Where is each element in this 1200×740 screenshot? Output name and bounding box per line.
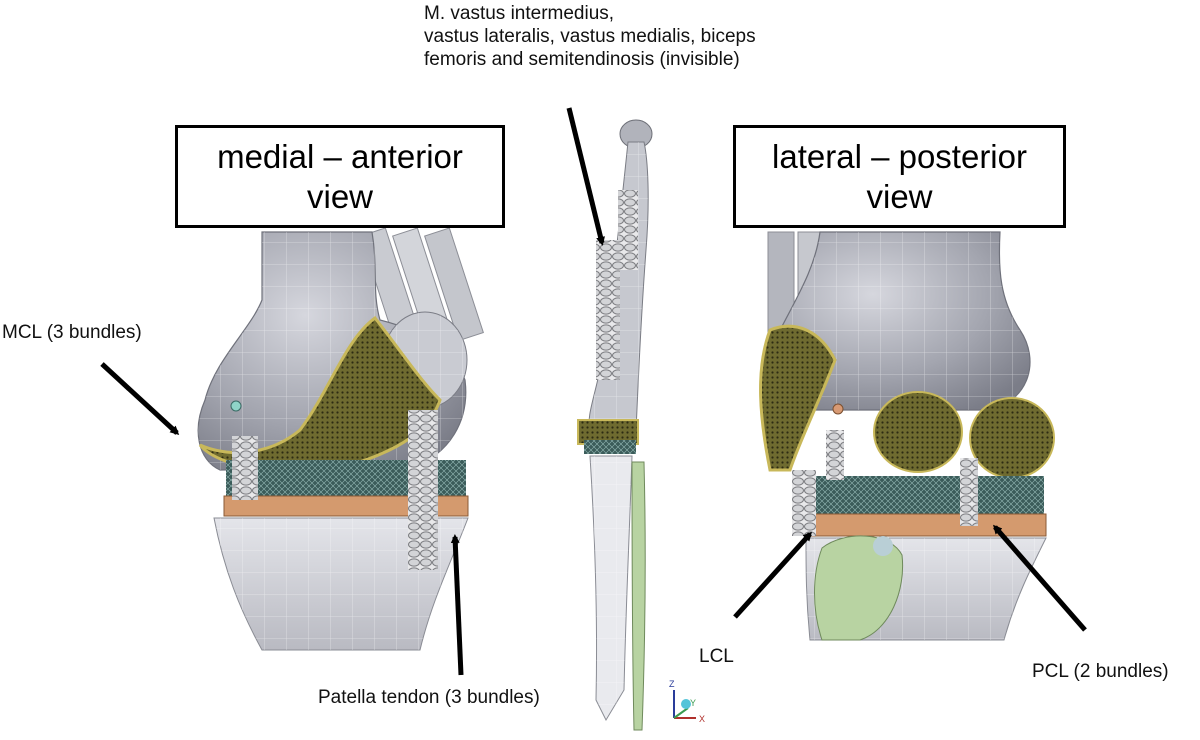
right-view-box: lateral – posterior view [733, 125, 1066, 228]
right-pcl-bundles [960, 458, 978, 526]
patella-tendon-arrow [450, 534, 464, 676]
lcl-arrow [733, 531, 813, 619]
right-tibial-tray [805, 513, 1047, 537]
left-knee-model [197, 227, 484, 651]
axis-y-label: Y [690, 698, 696, 708]
mcl-arrow [100, 362, 180, 436]
left-mcl-bundles [232, 436, 258, 500]
patella-tendon-label: Patella tendon (3 bundles) [318, 687, 540, 708]
mcl-label: MCL (3 bundles) [2, 322, 142, 343]
center-leg-model [577, 119, 653, 731]
right-condyle-lateral [969, 397, 1055, 479]
muscles-label-line-3: femoris and semitendinosis (invisible) [424, 49, 740, 70]
lcl-label: LCL [699, 646, 734, 667]
left-tibial-tray [223, 495, 469, 517]
axis-z-label: Z [669, 679, 675, 689]
left-view-title-line-1: medial – anterior [217, 137, 463, 175]
muscles-label: M. vastus intermedius, vastus lateralis,… [424, 2, 756, 71]
right-lcl-bundles [792, 470, 816, 536]
left-patella-tendon [408, 410, 438, 570]
right-femoral-component-left [759, 324, 837, 472]
right-condyle-medial [873, 391, 963, 473]
muscles-label-line-2: vastus lateralis, vastus medialis, bicep… [424, 26, 756, 47]
pcl-arrow [993, 524, 1087, 632]
right-view-title-line-2: view [866, 177, 933, 215]
axis-triad: Z X Y [669, 679, 705, 724]
right-knee-model [759, 231, 1055, 641]
annotation-arrows [100, 107, 1087, 676]
center-fibula [631, 461, 646, 731]
muscle-arrow [566, 107, 605, 246]
center-muscle-coils [596, 240, 620, 380]
pcl-label: PCL (2 bundles) [1032, 661, 1169, 682]
right-fibula-head [814, 535, 904, 641]
axis-x-label: X [699, 714, 705, 724]
left-view-box: medial – anterior view [175, 125, 505, 228]
right-tibial-insert [808, 476, 1044, 516]
muscles-label-line-1: M. vastus intermedius, [424, 3, 615, 24]
right-view-title-line-1: lateral – posterior [772, 137, 1027, 175]
left-view-title-line-2: view [306, 177, 374, 215]
